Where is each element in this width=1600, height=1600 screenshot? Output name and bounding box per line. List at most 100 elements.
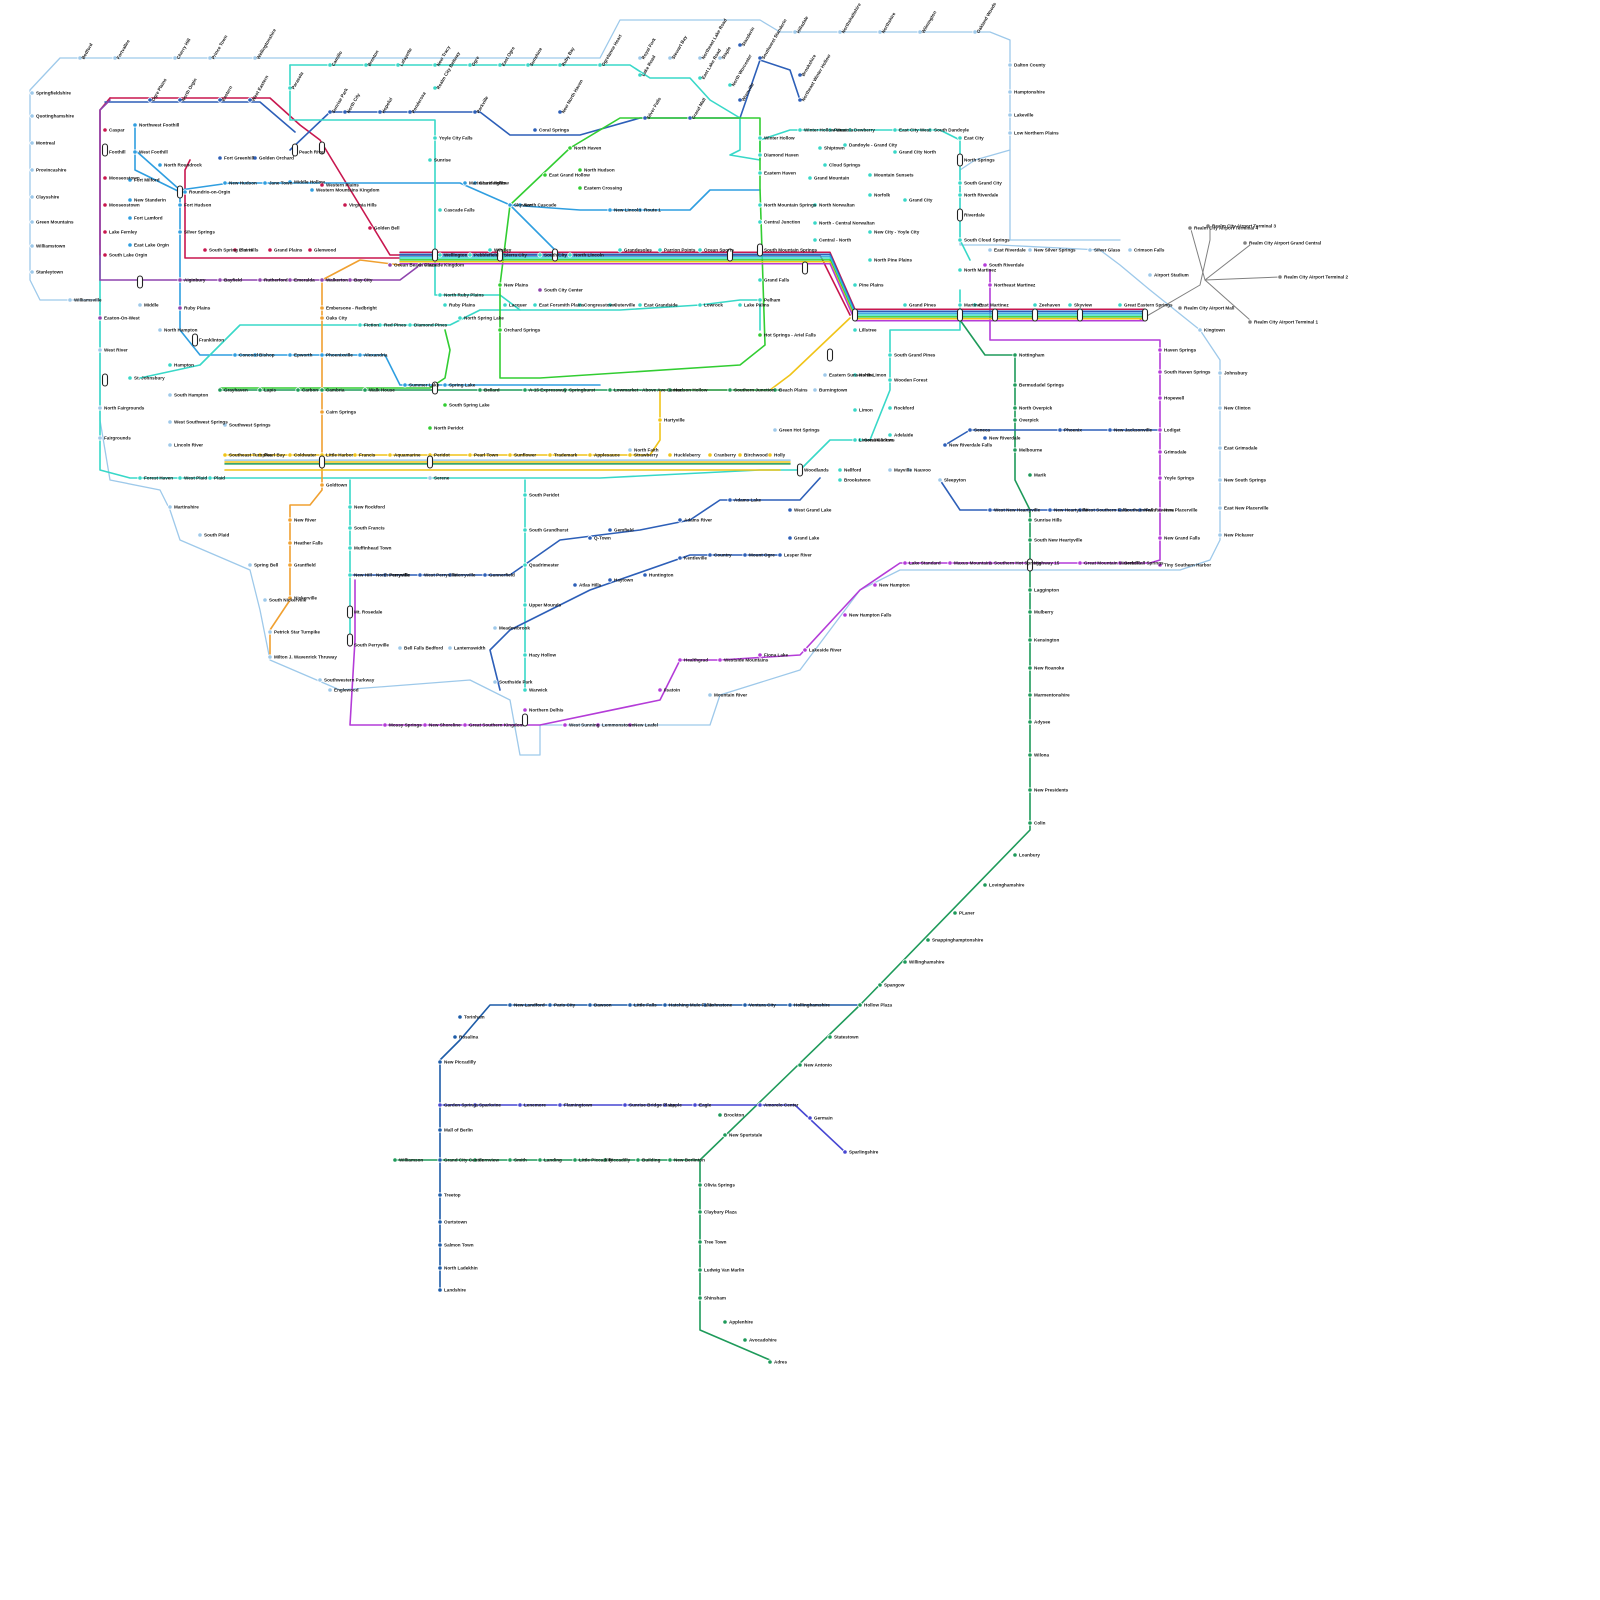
station-dot[interactable] [442, 402, 448, 408]
station-dot[interactable] [757, 170, 763, 176]
station-dot[interactable] [307, 247, 313, 253]
station-dot[interactable] [1205, 223, 1211, 229]
station-dot[interactable] [517, 202, 523, 208]
station-dot[interactable] [637, 302, 643, 308]
station-dot[interactable] [167, 504, 173, 510]
station-dot[interactable] [982, 262, 988, 268]
station-dot[interactable] [347, 277, 353, 283]
station-dot[interactable] [607, 527, 613, 533]
station-dot[interactable] [887, 377, 893, 383]
interchange-marker[interactable] [826, 348, 834, 362]
station-dot[interactable] [482, 572, 488, 578]
station-dot[interactable] [577, 302, 583, 308]
station-dot[interactable] [397, 645, 403, 651]
station-dot[interactable] [472, 1102, 478, 1108]
station-dot[interactable] [217, 97, 223, 103]
station-dot[interactable] [1027, 820, 1033, 826]
station-dot[interactable] [252, 352, 258, 358]
interchange-marker[interactable] [956, 208, 964, 222]
interchange-marker[interactable] [346, 633, 354, 647]
station-dot[interactable] [852, 437, 858, 443]
station-dot[interactable] [597, 62, 603, 68]
station-dot[interactable] [902, 560, 908, 566]
station-dot[interactable] [447, 572, 453, 578]
station-dot[interactable] [667, 1157, 673, 1163]
station-dot[interactable] [222, 422, 228, 428]
station-dot[interactable] [232, 247, 238, 253]
station-dot[interactable] [132, 122, 138, 128]
station-dot[interactable] [677, 555, 683, 561]
station-dot[interactable] [1217, 505, 1223, 511]
interchange-marker[interactable] [1031, 308, 1039, 322]
station-dot[interactable] [727, 387, 733, 393]
station-dot[interactable] [827, 127, 833, 133]
station-dot[interactable] [132, 149, 138, 155]
station-dot[interactable] [437, 1102, 443, 1108]
station-dot[interactable] [363, 62, 369, 68]
station-dot[interactable] [557, 1102, 563, 1108]
station-dot[interactable] [657, 687, 663, 693]
station-dot[interactable] [287, 595, 293, 601]
station-dot[interactable] [522, 527, 528, 533]
station-dot[interactable] [1187, 225, 1193, 231]
station-dot[interactable] [957, 302, 963, 308]
interchange-marker[interactable] [291, 143, 299, 157]
station-dot[interactable] [822, 162, 828, 168]
station-dot[interactable] [557, 109, 563, 115]
station-dot[interactable] [522, 387, 528, 393]
station-dot[interactable] [572, 582, 578, 588]
station-dot[interactable] [792, 29, 798, 35]
station-dot[interactable] [467, 252, 473, 258]
station-dot[interactable] [29, 219, 35, 225]
station-dot[interactable] [1027, 787, 1033, 793]
station-dot[interactable] [1147, 272, 1153, 278]
station-dot[interactable] [319, 482, 325, 488]
station-dot[interactable] [567, 145, 573, 151]
station-dot[interactable] [987, 282, 993, 288]
station-dot[interactable] [357, 352, 363, 358]
station-dot[interactable] [352, 452, 358, 458]
station-dot[interactable] [662, 1002, 668, 1008]
station-dot[interactable] [97, 315, 103, 321]
station-dot[interactable] [29, 167, 35, 173]
station-dot[interactable] [902, 302, 908, 308]
station-dot[interactable] [247, 97, 253, 103]
station-dot[interactable] [987, 560, 993, 566]
station-dot[interactable] [907, 467, 913, 473]
station-dot[interactable] [827, 1034, 833, 1040]
station-dot[interactable] [327, 109, 333, 115]
station-dot[interactable] [742, 1002, 748, 1008]
station-dot[interactable] [97, 405, 103, 411]
station-dot[interactable] [1117, 507, 1123, 513]
station-dot[interactable] [877, 29, 883, 35]
station-dot[interactable] [517, 1102, 523, 1108]
station-dot[interactable] [462, 180, 468, 186]
station-dot[interactable] [1087, 247, 1093, 253]
station-dot[interactable] [437, 252, 443, 258]
station-dot[interactable] [1242, 240, 1248, 246]
station-dot[interactable] [587, 452, 593, 458]
interchange-marker[interactable] [496, 248, 504, 262]
station-dot[interactable] [177, 475, 183, 481]
station-dot[interactable] [1157, 347, 1163, 353]
station-dot[interactable] [447, 645, 453, 651]
station-dot[interactable] [287, 562, 293, 568]
interchange-marker[interactable] [551, 248, 559, 262]
station-dot[interactable] [837, 477, 843, 483]
station-dot[interactable] [857, 437, 863, 443]
station-dot[interactable] [772, 387, 778, 393]
station-dot[interactable] [1157, 427, 1163, 433]
station-dot[interactable] [852, 407, 858, 413]
station-dot[interactable] [127, 197, 133, 203]
station-dot[interactable] [587, 1002, 593, 1008]
station-dot[interactable] [102, 252, 108, 258]
station-dot[interactable] [847, 127, 853, 133]
station-dot[interactable] [797, 1062, 803, 1068]
station-dot[interactable] [287, 452, 293, 458]
station-dot[interactable] [342, 109, 348, 115]
station-dot[interactable] [837, 467, 843, 473]
station-dot[interactable] [97, 435, 103, 441]
station-dot[interactable] [522, 707, 528, 713]
station-dot[interactable] [137, 475, 143, 481]
station-dot[interactable] [319, 352, 325, 358]
